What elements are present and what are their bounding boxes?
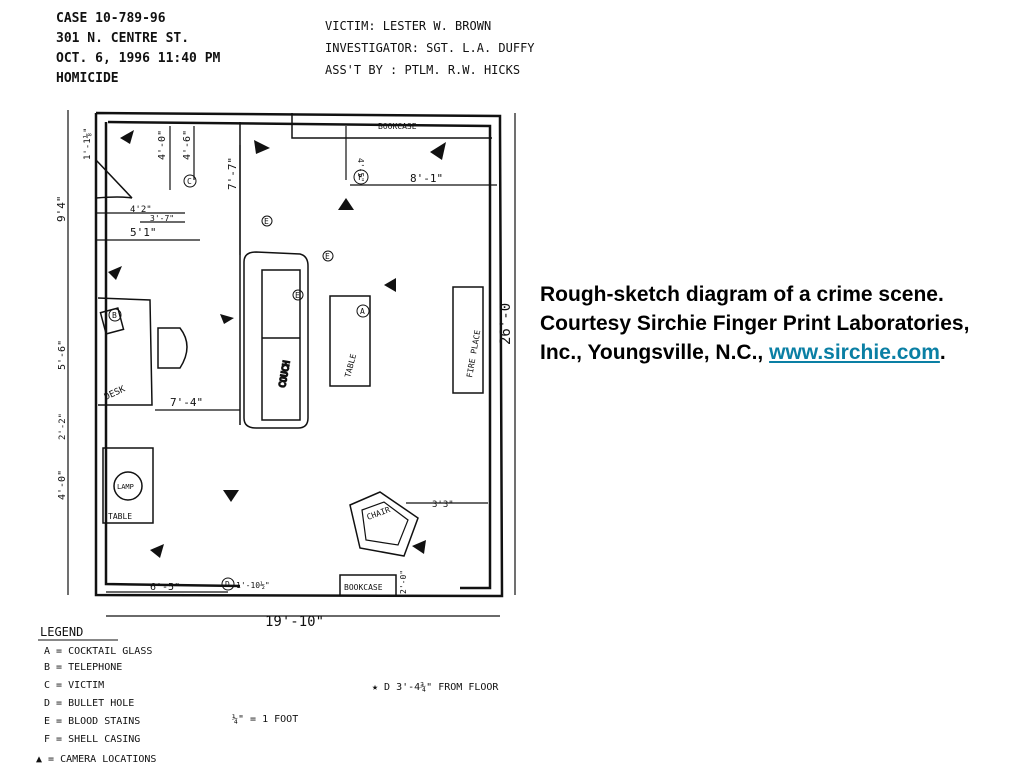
sirchie-link[interactable]: www.sirchie.com xyxy=(769,341,940,364)
fireplace: FIRE PLACE xyxy=(452,286,484,394)
marker-a: A xyxy=(360,307,365,316)
caption: Rough-sketch diagram of a crime scene. C… xyxy=(540,280,980,367)
fireplace-label: FIRE PLACE xyxy=(465,329,482,378)
legend-item-c: C = VICTIM xyxy=(44,680,104,691)
crime-scene-sketch: CASE 10-789-96 301 N. CENTRE ST. OCT. 6,… xyxy=(36,11,535,765)
dim-4-0-a: 4'-0" xyxy=(157,130,168,160)
case-line-4: HOMICIDE xyxy=(56,71,119,86)
dim-5-1: 5'1" xyxy=(130,226,157,239)
marker-d: D xyxy=(225,580,230,589)
legend-item-a: A = COCKTAIL GLASS xyxy=(44,646,152,657)
case-header: CASE 10-789-96 301 N. CENTRE ST. OCT. 6,… xyxy=(56,11,221,86)
dim-1-18: 1'-1⅛" xyxy=(83,127,93,160)
marker-e3: E xyxy=(295,291,300,300)
legend-item-b: B = TELEPHONE xyxy=(44,662,122,673)
lamp-table-label: TABLE xyxy=(108,512,132,521)
case-line-3: OCT. 6, 1996 11:40 PM xyxy=(56,51,221,66)
bookcase-top: BOOKCASE xyxy=(291,113,492,139)
dim-3-7: 3'-7" xyxy=(150,214,174,223)
marker-b: B xyxy=(112,311,117,320)
lamp-table: LAMP TABLE xyxy=(102,447,154,524)
door xyxy=(95,159,133,199)
case-line-1: CASE 10-789-96 xyxy=(56,11,166,26)
legend-item-e: E = BLOOD STAINS xyxy=(44,716,140,727)
caption-text: Rough-sketch diagram of a crime scene. C… xyxy=(540,283,970,364)
height-note: ★ D 3'-4¾" FROM FLOOR xyxy=(372,681,499,693)
bookcase-top-label: BOOKCASE xyxy=(378,122,417,131)
couch-label: COUCH xyxy=(278,360,293,388)
dimension-lines xyxy=(67,110,516,617)
legend-item-camera: ▲ = CAMERA LOCATIONS xyxy=(36,754,156,765)
dimension-labels: 8'-1" 7'-4" 5'1" 4'2" 3'-7" 4'-0" 4'-6" … xyxy=(55,127,514,630)
scale-note: ¼" = 1 FOOT xyxy=(232,713,298,725)
dim-4-6: 4'-6" xyxy=(182,130,193,160)
bookcase-bottom-label: BOOKCASE xyxy=(344,583,383,592)
lamp-label: LAMP xyxy=(117,483,134,491)
dim-4-2: 4'2" xyxy=(130,205,152,215)
dim-2-2: 2'-2" xyxy=(58,413,68,440)
legend-item-d: D = BULLET HOLE xyxy=(44,698,134,709)
people-header: VICTIM: LESTER W. BROWN INVESTIGATOR: SG… xyxy=(325,19,535,77)
investigator-line: INVESTIGATOR: SGT. L.A. DUFFY xyxy=(325,41,535,55)
assistant-line: ASS'T BY : PTLM. R.W. HICKS xyxy=(325,63,520,77)
legend-title: LEGEND xyxy=(40,625,83,639)
victim-line: VICTIM: LESTER W. BROWN xyxy=(325,19,491,33)
caption-end: . xyxy=(939,341,946,364)
marker-e1: E xyxy=(264,217,269,226)
dim-2-0: 2'-0" xyxy=(399,570,408,594)
legend-item-f: F = SHELL CASING xyxy=(44,734,140,745)
bookcase-bottom: BOOKCASE xyxy=(339,574,397,596)
dim-5-6: 5'-6" xyxy=(57,340,68,370)
camera-locations xyxy=(108,130,446,558)
dim-3-3: 3'3" xyxy=(432,500,454,510)
couch: COUCH xyxy=(243,251,309,429)
legend: LEGEND A = COCKTAIL GLASS B = TELEPHONE … xyxy=(36,625,156,765)
marker-c: C xyxy=(187,177,192,186)
dim-4-0-b: 4'-0" xyxy=(57,470,68,500)
room-walls xyxy=(94,111,504,598)
dim-1-10: 1'-10½" xyxy=(236,580,270,590)
table-label: TABLE xyxy=(343,353,358,379)
dim-7-7: 7'-7" xyxy=(226,157,239,190)
marker-e2: E xyxy=(325,252,330,261)
dim-8-1: 8'-1" xyxy=(410,172,443,185)
dim-19-10: 19'-10" xyxy=(265,614,324,630)
chair: CHAIR xyxy=(349,491,419,557)
dim-6-5: 6'-5" xyxy=(150,582,180,593)
evidence-markers: A B C D E E E F xyxy=(108,169,370,591)
dim-26-0: 26'-0 xyxy=(498,303,514,345)
dim-9-4: 9'4" xyxy=(55,196,68,223)
marker-f: F xyxy=(358,173,363,182)
dim-7-4: 7'-4" xyxy=(170,396,203,409)
case-line-2: 301 N. CENTRE ST. xyxy=(56,31,189,46)
